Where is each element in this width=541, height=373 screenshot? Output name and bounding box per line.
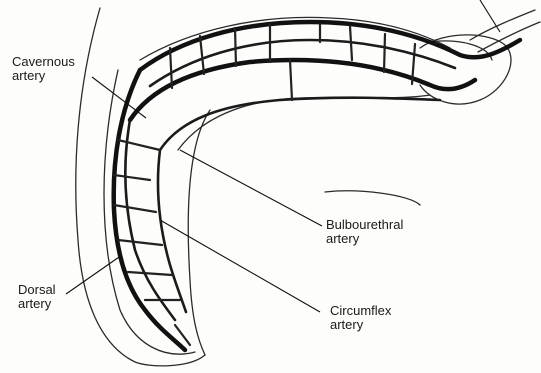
bulbourethral-artery-descending: [158, 150, 186, 312]
branch: [170, 48, 172, 88]
cavernous-artery-label: Cavernous artery: [12, 55, 75, 83]
lower-shaft-outline: [178, 95, 430, 150]
branch: [118, 140, 160, 150]
inner-curve-outline: [188, 110, 210, 355]
circumflex-label-line2: artery: [330, 318, 391, 332]
branch: [114, 205, 156, 212]
bulbourethral-label-line1: Bulbourethral: [326, 218, 403, 232]
scrotum-outline: [325, 191, 420, 205]
inner-shaft-outline: [104, 70, 195, 354]
circumflex-leader: [160, 220, 320, 312]
cavernous-label-line2: artery: [12, 69, 75, 83]
branch: [290, 60, 292, 100]
leader-lines: [66, 0, 500, 312]
dorsal-artery-label: Dorsal artery: [18, 283, 56, 311]
cavernous-label-line1: Cavernous: [12, 55, 75, 69]
branch: [114, 175, 150, 180]
branch: [235, 28, 236, 66]
circumflex-artery-label: Circumflex artery: [330, 304, 391, 332]
branch: [128, 272, 172, 275]
dorsal-label-line1: Dorsal: [18, 283, 56, 297]
bulbourethral-label-line2: artery: [326, 232, 403, 246]
bulbourethral-leader: [180, 150, 322, 226]
circumflex-label-line1: Circumflex: [330, 304, 391, 318]
cavernous-leader: [92, 77, 146, 118]
dorsal-label-line2: artery: [18, 297, 56, 311]
branch: [200, 36, 204, 74]
branch: [118, 240, 162, 245]
bulbourethral-artery-label: Bulbourethral artery: [326, 218, 403, 246]
branch: [350, 26, 352, 60]
branch: [384, 34, 385, 72]
top-leader: [480, 0, 500, 32]
